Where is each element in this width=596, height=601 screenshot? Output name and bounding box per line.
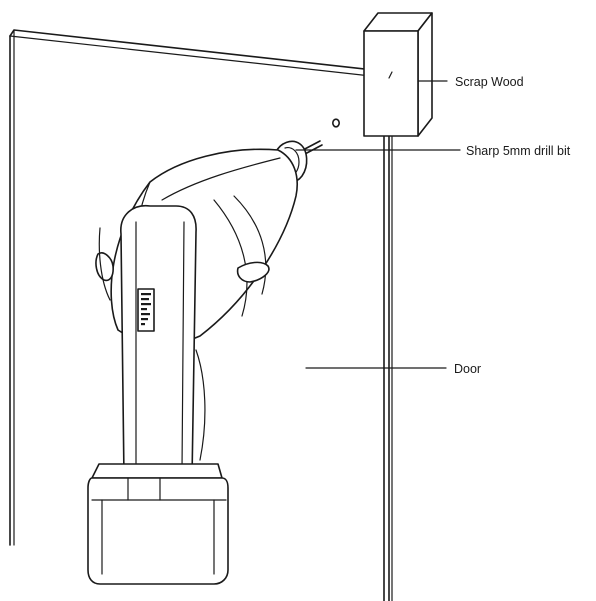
label-scrap-wood: Scrap Wood: [455, 75, 524, 89]
battery-pack: [87, 463, 229, 585]
label-door: Door: [454, 362, 481, 376]
label-drill-bit: Sharp 5mm drill bit: [466, 144, 571, 158]
drill-hole: [331, 118, 340, 128]
door-panel: [9, 29, 393, 601]
label-plate-marks: [141, 293, 151, 326]
scrap-wood-block: [363, 12, 433, 137]
cordless-drill: [87, 140, 323, 585]
